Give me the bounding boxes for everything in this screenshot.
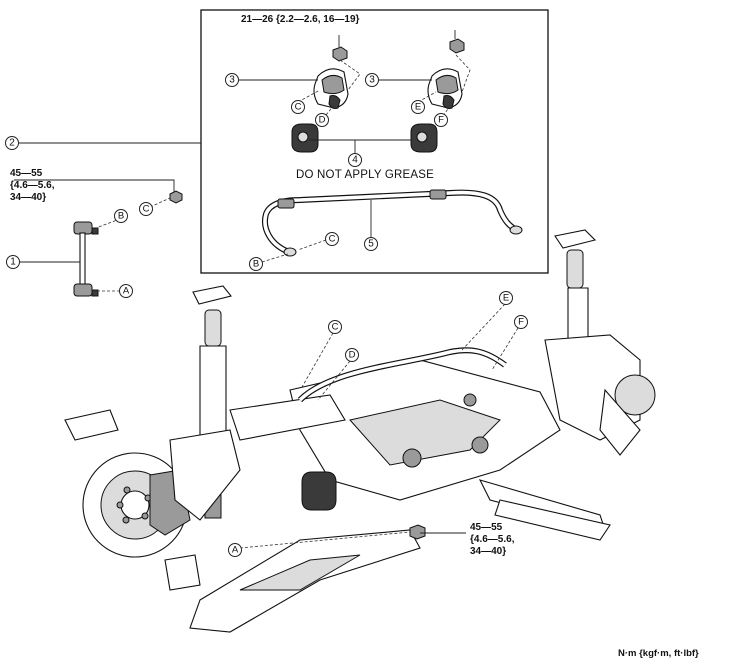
stabilizer-bracket-right	[427, 68, 463, 109]
letter-a-link: A	[119, 284, 133, 298]
stabilizer-control-link	[73, 221, 99, 297]
svg-text:34—40}: 34—40}	[10, 192, 46, 203]
svg-text:21—26 {2.2—2.6, 16—19}: 21—26 {2.2—2.6, 16—19}	[241, 14, 360, 25]
bracket-bolt-right	[449, 30, 465, 54]
letter-e-assembly: E	[499, 291, 513, 305]
bracket-bolt-torque: 21—26 {2.2—2.6, 16—19}	[241, 14, 360, 25]
rear-suspension-assembly	[64, 229, 656, 633]
stabilizer-bar	[262, 189, 523, 257]
svg-text:C: C	[143, 204, 150, 215]
link-nut-torque: 45—55 {4.6—5.6, 34—40}	[10, 168, 55, 203]
letter-f-inset-bracket: F	[434, 113, 448, 127]
svg-text:45—55: 45—55	[10, 168, 43, 179]
letter-d-inset-bracket: D	[315, 113, 329, 127]
inset-frame	[200, 9, 549, 274]
svg-text:B: B	[253, 259, 259, 270]
bracket-bolt-left	[332, 35, 348, 62]
callout-5: 5	[364, 237, 378, 251]
svg-text:3: 3	[229, 75, 235, 86]
letter-e-inset-bracket: E	[411, 100, 425, 114]
letter-b-bar: B	[249, 257, 263, 271]
svg-text:5: 5	[368, 239, 374, 250]
svg-text:{4.6—5.6,: {4.6—5.6,	[470, 534, 515, 545]
stabilizer-bushing-right	[410, 123, 438, 153]
svg-text:DO NOT APPLY GREASE: DO NOT APPLY GREASE	[296, 169, 434, 181]
letter-c-link-nut: C	[139, 202, 153, 216]
svg-text:4: 4	[352, 155, 358, 166]
letter-c-inset-bracket: C	[291, 100, 305, 114]
letter-b-link: B	[114, 209, 128, 223]
letter-d-assembly: D	[345, 348, 359, 362]
svg-text:E: E	[415, 102, 421, 113]
svg-text:45—55: 45—55	[470, 522, 503, 533]
letter-c-assembly: C	[328, 320, 342, 334]
svg-text:B: B	[118, 211, 124, 222]
callout-2: 2	[5, 136, 19, 150]
no-grease-note: DO NOT APPLY GREASE	[296, 169, 434, 181]
lower-nut-torque: 45—55 {4.6—5.6, 34—40}	[470, 522, 515, 557]
svg-text:3: 3	[369, 75, 375, 86]
svg-text:C: C	[295, 102, 302, 113]
letter-a-assembly: A	[228, 543, 242, 557]
svg-text:N·m {kgf·m, ft·lbf}: N·m {kgf·m, ft·lbf}	[618, 648, 699, 659]
svg-text:34—40}: 34—40}	[470, 546, 506, 557]
callout-3-left: 3	[225, 73, 239, 87]
stabilizer-bushing-left	[291, 123, 319, 153]
link-nut	[169, 190, 183, 204]
svg-text:2: 2	[9, 138, 15, 149]
svg-text:C: C	[329, 234, 336, 245]
callout-3-right: 3	[365, 73, 379, 87]
stabilizer-bracket-left	[313, 68, 349, 109]
torque-units-label: N·m {kgf·m, ft·lbf}	[618, 648, 699, 659]
svg-text:{4.6—5.6,: {4.6—5.6,	[10, 180, 55, 191]
svg-text:A: A	[232, 545, 239, 556]
svg-text:C: C	[332, 322, 339, 333]
letter-c-bar: C	[325, 232, 339, 246]
svg-text:F: F	[518, 317, 524, 328]
callout-4: 4	[348, 153, 362, 167]
svg-text:1: 1	[10, 257, 16, 268]
svg-text:E: E	[503, 293, 509, 304]
callout-1: 1	[6, 255, 20, 269]
svg-text:D: D	[319, 115, 326, 126]
letter-f-assembly: F	[514, 315, 528, 329]
svg-text:D: D	[349, 350, 356, 361]
svg-text:A: A	[123, 286, 130, 297]
svg-text:F: F	[438, 115, 444, 126]
